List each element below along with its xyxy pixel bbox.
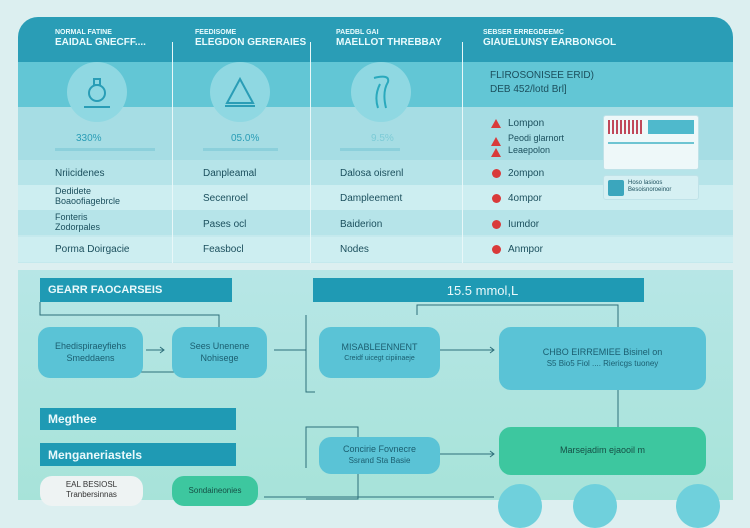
column-subtitle: NORMAL FATINE (55, 29, 112, 36)
section-header: Megthee (40, 408, 236, 430)
table-cell: Nodes (340, 244, 369, 255)
table-cell: Secenroel (203, 193, 249, 204)
section-header: GEARR FAOCARSEIS (40, 278, 232, 302)
alert-triangle-icon (491, 148, 501, 157)
column-subtitle: PAEDBL GAI (336, 29, 379, 36)
table-cell: Danpleamal (203, 168, 257, 179)
stat-percent: 05.0% (231, 133, 260, 144)
box-text: Ssrand Sta Basie (348, 456, 411, 466)
alert-item: Lompon (508, 118, 545, 129)
stat-percent: 330% (76, 133, 102, 144)
warning-triangle-icon (210, 62, 270, 122)
alert-item: Peodi glarnort (508, 133, 565, 143)
column-heading: MAELLOT THREBBAY (336, 37, 442, 49)
alert-item: Leaepolon (508, 145, 551, 155)
outcome-box[interactable]: Marsejadim ejaooil m (499, 427, 706, 475)
flow-box[interactable]: Sondaineonies (172, 476, 258, 506)
box-text: Nohisege (200, 352, 239, 363)
table-row (18, 210, 733, 235)
glucose-value-header: 15.5 mmol,L (313, 278, 644, 302)
divider (172, 42, 173, 263)
table-cell: Fonteris Zodorpales (55, 212, 101, 232)
alert-item: Anmpor (508, 244, 544, 255)
table-header (18, 17, 733, 62)
divider (310, 42, 311, 263)
circle-icon (573, 484, 617, 528)
body-figure-icon (351, 62, 411, 122)
circle-icon (498, 484, 542, 528)
alert-item: 4ompor (508, 193, 542, 204)
table-cell: Nriicidenes (55, 168, 105, 179)
box-text: Sees Unenene (189, 340, 250, 351)
table-cell: Dedidete Boaoofiagebrcle (55, 186, 121, 206)
info-line: DEB 452/lotd Brl] (490, 84, 567, 95)
alert-item: Iumdor (508, 219, 540, 230)
alert-triangle-icon (491, 137, 501, 146)
chart-thumbnail (648, 120, 694, 134)
box-text: Ehedispiraeyfiehs (54, 340, 127, 351)
barcode-icon (608, 120, 642, 134)
stat-caption (55, 148, 155, 151)
report-card (603, 115, 699, 170)
alert-triangle-icon (491, 119, 501, 128)
column-heading: ELEGDON GERERAIES (195, 37, 307, 49)
column-subtitle: SEBSER ERREGDEEMC (483, 29, 564, 36)
box-text: EAL BESIOSL (65, 480, 118, 489)
alert-dot-icon (492, 245, 501, 254)
table-row (18, 237, 733, 262)
section-header: Menganeriastels (40, 443, 236, 466)
box-text: Creidf uicegt cipiinaeje (344, 354, 415, 362)
box-text: MISABLEENNENT (341, 342, 418, 353)
table-cell: Baiderion (340, 219, 383, 230)
box-text: CHBO EIRREMIEE Bisinel on (542, 347, 663, 358)
alert-dot-icon (492, 220, 501, 229)
divider (462, 42, 463, 263)
stat-percent: 9.5% (371, 133, 394, 144)
stat-caption (203, 148, 278, 151)
alert-item: 2ompon (508, 168, 545, 179)
box-text: S5 Bio5 Fiol .... Riericgs tuoney (546, 359, 659, 369)
table-cell: Pases ocl (203, 219, 247, 230)
box-text: Concirie Fovnecre (342, 444, 417, 455)
circle-icon (676, 484, 720, 528)
table-cell: Porma Doirgacie (55, 244, 130, 255)
stat-caption (340, 148, 400, 151)
flask-icon (67, 62, 127, 122)
box-text: Tranbersinnas (66, 490, 117, 500)
flowchart: GEARR FAOCARSEIS 15.5 mmol,L Ehedispirae… (18, 270, 733, 528)
note-text: Hoso lasioos Besoisnoroeinor (628, 180, 672, 193)
divider (608, 142, 694, 144)
column-subtitle: FEEDISOME (195, 29, 237, 36)
alert-dot-icon (492, 169, 501, 178)
column-heading: EAIDAL GNECFF.... (55, 37, 146, 49)
table-cell: Feasbocl (203, 244, 244, 255)
table-cell: Dalosa oisrenl (340, 168, 404, 179)
tree-icon (608, 180, 624, 196)
table-cell: Dampleement (340, 193, 403, 204)
alert-dot-icon (492, 194, 501, 203)
box-text: Smeddaens (66, 352, 115, 363)
column-heading: GIAUELUNSY EARBONGOL (483, 37, 617, 49)
info-line: FLIROSONISEE ERID) (490, 70, 594, 81)
note-card: Hoso lasioos Besoisnoroeinor (603, 175, 699, 200)
